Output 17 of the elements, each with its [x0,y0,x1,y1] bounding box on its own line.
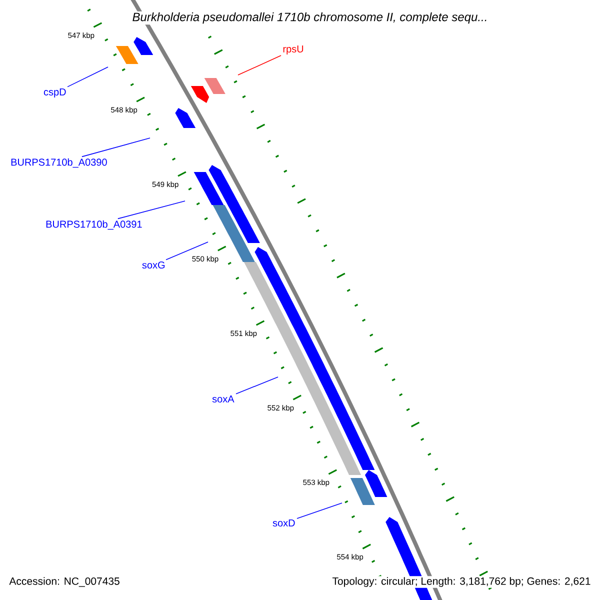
gene-label: rpsU [283,46,304,54]
leader-line [82,138,150,158]
gene-label: soxD [272,520,295,526]
gene-label: soxA [212,396,234,402]
leader-line [238,55,282,76]
gene-label: BURPS1710b_A0390 [11,158,107,168]
accession-text: Accession: NC_007435 [9,577,120,587]
gene-label: BURPS1710b_A0391 [46,220,142,230]
leader-line [118,200,186,220]
leader-line [67,66,108,88]
title: Burkholderia pseudomallei 1710b chromosome II, complete sequ... [131,11,489,25]
gene-label: soxG [142,261,165,269]
leader-line [166,242,208,260]
topology-text: Topology: circular; Length: 3,181,762 bp; Genes: 2,621 [331,576,592,588]
leader-line [296,502,342,519]
gene-label: cspD [44,88,66,98]
leader-line [236,376,278,394]
